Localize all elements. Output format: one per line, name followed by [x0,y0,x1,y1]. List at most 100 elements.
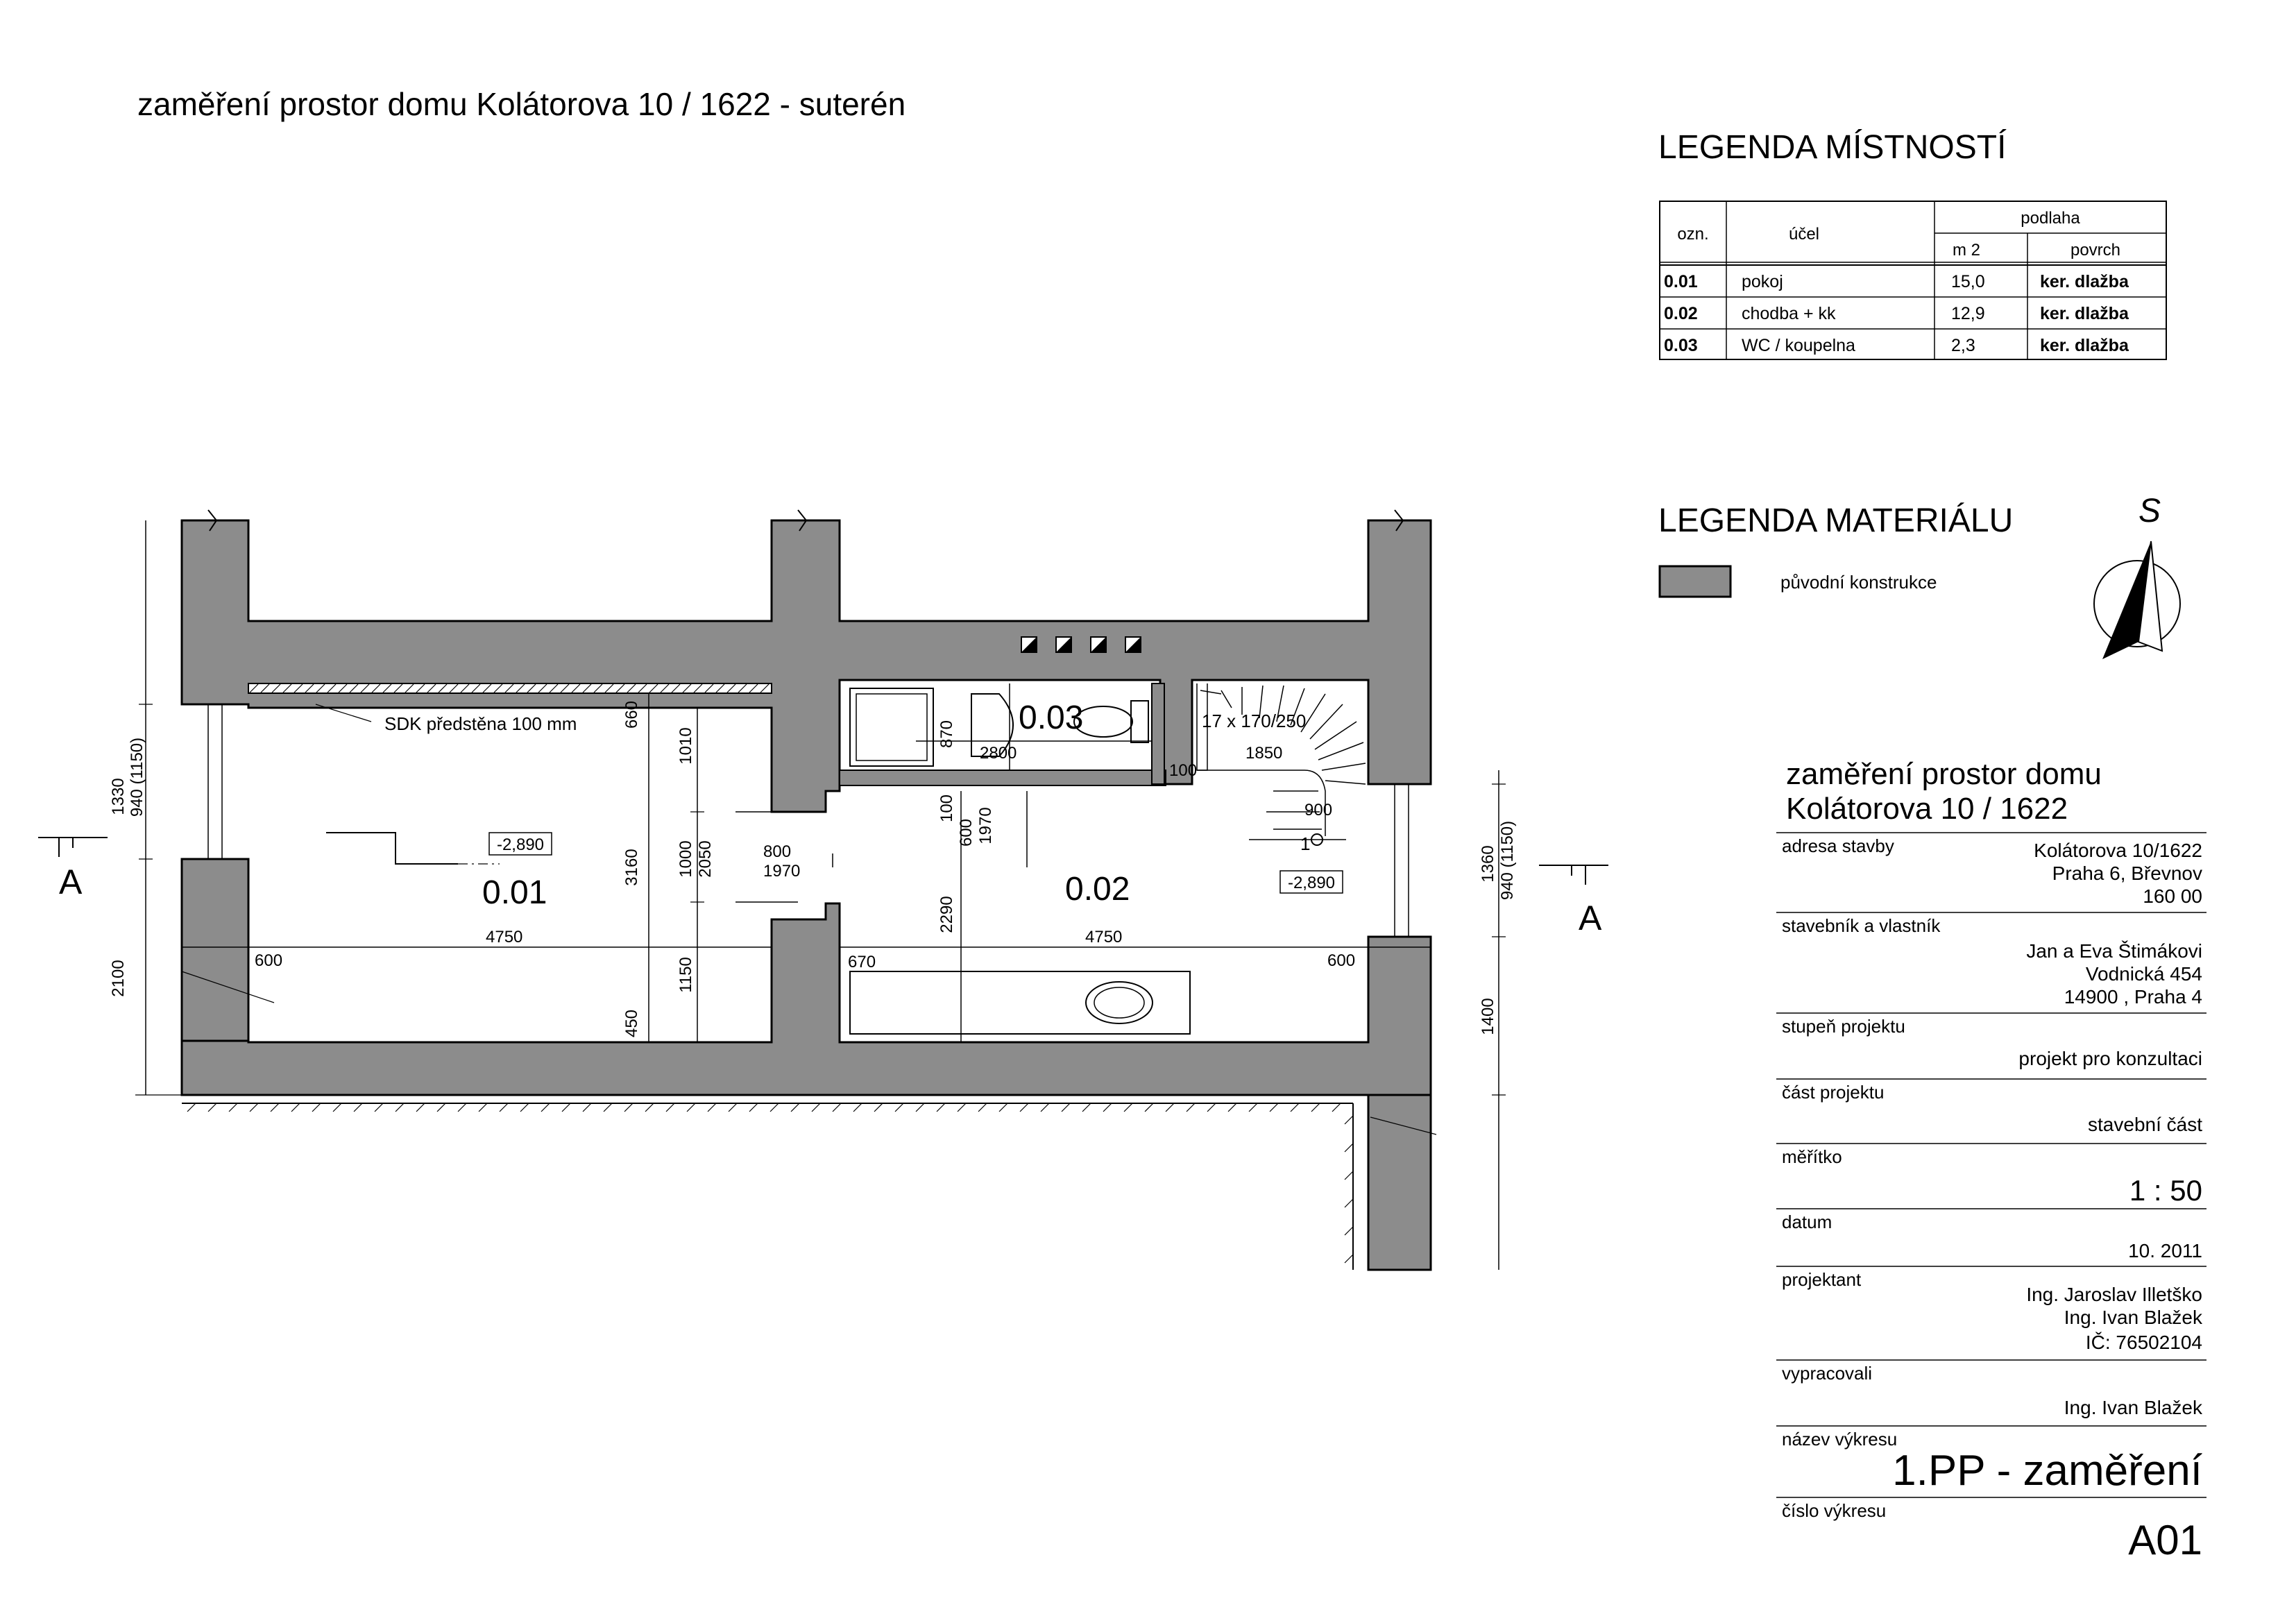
legend-row-purpose: chodba + kk [1742,304,1836,323]
dim-text: 600 [255,951,282,970]
dim-text: 3160 [622,849,641,885]
tb-label: datum [1782,1212,1832,1232]
tb-label: vypracovali [1782,1363,1872,1384]
legend-col-surface: povrch [2070,241,2120,260]
room-level-0.02: -2,890 [1288,874,1335,892]
tb-value: projekt pro konzultaci [2018,1048,2202,1069]
bathroom-sink-icon [971,693,1014,757]
dim-text: 940 (1150) [128,738,146,817]
legend-row-surface: ker. dlažba [2040,304,2129,323]
compass-label: S [2138,493,2161,529]
tb-scale: 1 : 50 [2129,1174,2202,1207]
dim-text: 2050 [696,840,715,877]
tb-value: Jan a Eva Štimákovi [2026,940,2202,962]
toilet-icon [1073,700,1149,743]
dim-text: 100 [937,794,956,822]
legend-row-area: 12,9 [1951,304,1985,323]
tb-value: IČ: 76502104 [2086,1332,2202,1353]
wall-south [180,902,1432,1271]
tb-value: Ing. Ivan Blažek [2064,1397,2203,1418]
drawing-number: A01 [2128,1517,2202,1563]
shower-icon [849,688,934,767]
tb-value: Praha 6, Břevnov [2052,863,2202,884]
dim-text: 900 [1304,801,1332,819]
section-mark-left: A [59,863,83,901]
dim-text: 1010 [677,727,695,764]
room-legend-table [1659,201,2167,360]
tb-value: Vodnická 454 [2086,963,2202,985]
dim-text: 600 [957,819,976,847]
tb-label: projektant [1782,1269,1862,1290]
dim-text: 4750 [486,928,522,946]
dim-text: 1400 [1479,998,1497,1035]
material-label: původní konstrukce [1780,572,1937,593]
tb-value: 160 00 [2143,885,2202,907]
section-mark-right: A [1579,899,1602,937]
staircase-icon [1196,683,1366,846]
tb-value: Ing. Ivan Blažek [2064,1307,2203,1328]
room-level-0.01: -2,890 [497,835,544,854]
kitchen-counter [849,971,1191,1035]
legend-row-code: 0.02 [1664,304,1698,323]
legend-col-purpose: účel [1789,225,1819,244]
dim-text: 800 [763,842,791,861]
material-swatch [1658,565,1732,598]
dim-text: 1330 [109,778,128,815]
legend-col-floor: podlaha [2021,209,2080,228]
legend-row-code: 0.03 [1664,336,1698,355]
room-label-0.01: 0.01 [482,874,547,911]
sdk-note: SDK předstěna 100 mm [384,713,577,734]
dim-text: 1970 [976,807,995,844]
kitchen-sink-icon [1085,981,1153,1024]
legend-col-area: m 2 [1953,241,1980,260]
title-block-rules [1776,832,2206,1498]
tb-label: název výkresu [1782,1429,1897,1450]
legend-row-code: 0.01 [1664,272,1698,291]
sheet-title: zaměření prostor domu Kolátorova 10 / 16… [137,86,905,122]
legend-row-area: 15,0 [1951,272,1985,291]
tb-value: 14900 , Praha 4 [2064,986,2202,1008]
floor-plan [38,509,1608,1271]
legend-row-surface: ker. dlažba [2040,336,2129,355]
dim-text: 660 [622,701,641,729]
tb-label: číslo výkresu [1782,1500,1886,1521]
tb-label: adresa stavby [1782,835,1894,856]
dim-text: 450 [622,1010,641,1037]
tb-label: měřítko [1782,1146,1842,1167]
room-legend-title: LEGENDA MÍSTNOSTÍ [1658,129,2007,166]
legend-row-purpose: WC / koupelna [1742,336,1855,355]
tb-value: Kolátorova 10/1622 [2034,840,2202,861]
dim-text: 1360 [1479,845,1497,882]
dim-text: 670 [848,953,876,971]
dim-text: 1850 [1245,744,1282,763]
tb-value: 10. 2011 [2128,1240,2202,1261]
tb-value: stavební část [2088,1114,2202,1135]
drawing-name: 1.PP - zaměření [1892,1447,2202,1495]
stairs-note: 17 x 170/250 [1202,711,1306,731]
material-legend-title: LEGENDA MATERIÁLU [1658,502,2013,539]
legend-row-area: 2,3 [1951,336,1975,355]
wall-east-lower [1367,1094,1432,1271]
dim-text: 2100 [109,960,128,996]
dim-text: 870 [937,720,956,748]
step-number: 1 [1300,833,1310,854]
dim-text: 1000 [677,840,695,877]
tb-value: Ing. Jaroslav Illetško [2026,1284,2202,1305]
dim-text: 2800 [980,744,1017,763]
tb-label: stupeň projektu [1782,1016,1905,1037]
dim-text: 100 [1169,761,1197,780]
dim-text: 1970 [763,862,800,881]
project-name-line2: Kolátorova 10 / 1622 [1786,792,2068,826]
project-name-line1: zaměření prostor domu [1786,757,2102,791]
wall-north [180,519,1432,813]
tb-label: stavebník a vlastník [1782,915,1941,936]
vent-icon [1021,636,1141,653]
legend-row-surface: ker. dlažba [2040,272,2129,291]
dim-text: 2290 [937,896,956,933]
room-label-0.02: 0.02 [1065,871,1130,908]
legend-col-code: ozn. [1677,225,1708,244]
room-label-0.03: 0.03 [1019,699,1083,736]
tb-label: část projektu [1782,1082,1884,1103]
legend-row-purpose: pokoj [1742,272,1783,291]
